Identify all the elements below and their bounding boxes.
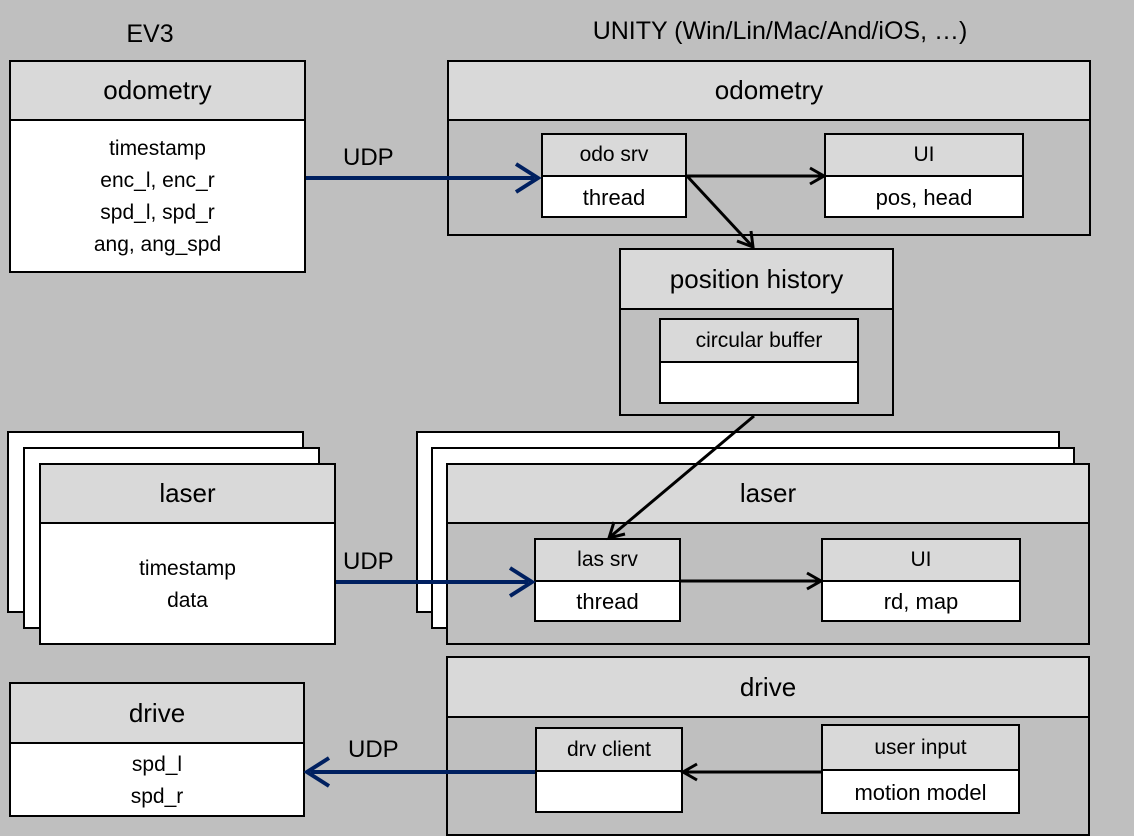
circular-buffer-content (661, 363, 857, 404)
laser-ui-title: UI (823, 540, 1019, 582)
field-line: data (167, 588, 208, 612)
user-input-box: user input motion model (821, 724, 1020, 814)
position-history-title: position history (621, 250, 892, 310)
odo-srv-thread: thread (582, 184, 646, 210)
ev3-odometry-title: odometry (11, 62, 304, 121)
drv-client-title: drv client (537, 729, 681, 772)
field-line: ang, ang_spd (93, 233, 222, 256)
circular-buffer-title: circular buffer (661, 320, 857, 363)
udp-drive-label: UDP (348, 736, 399, 763)
odometry-ui-sub: pos, head (875, 184, 973, 210)
field-line: spd_l, spd_r (100, 201, 215, 224)
unity-header: UNITY (Win/Lin/Mac/And/iOS, …) (592, 17, 968, 45)
ev3-odometry-panel: odometry timestamp enc_l, enc_r spd_l, s… (9, 60, 306, 273)
las-srv-box: las srv thread (534, 538, 681, 622)
drv-client-box: drv client (535, 727, 683, 813)
odometry-ui-box: UI pos, head (824, 133, 1024, 218)
laser-ui-box: UI rd, map (821, 538, 1021, 622)
field-line: timestamp (139, 556, 236, 580)
field-line: spd_r (130, 784, 184, 808)
unity-drive-title: drive (448, 658, 1088, 718)
las-srv-thread: thread (576, 589, 639, 614)
motion-model-label: motion model (854, 779, 987, 805)
udp-odometry-label: UDP (343, 144, 394, 171)
udp-drive-arrowhead (303, 756, 331, 788)
las-srv-title: las srv (536, 540, 679, 582)
ev3-header: EV3 (126, 20, 174, 48)
ev3-drive-fields: spd_l spd_r (11, 744, 303, 817)
ev3-odometry-fields: timestamp enc_l, enc_r spd_l, spd_r ang,… (11, 121, 304, 273)
field-line: enc_l, enc_r (100, 169, 215, 192)
ev3-laser-title: laser (41, 465, 334, 524)
ev3-laser-panel: laser timestamp data (39, 463, 336, 645)
drv-client-content (537, 772, 681, 813)
odometry-ui-title: UI (826, 135, 1022, 177)
ev3-drive-title: drive (11, 684, 303, 744)
circular-buffer-box: circular buffer (659, 318, 859, 404)
field-line: timestamp (109, 137, 206, 160)
odo-srv-box: odo srv thread (541, 133, 687, 218)
ev3-laser-fields: timestamp data (41, 524, 334, 659)
odo-srv-title: odo srv (543, 135, 685, 177)
unity-odometry-title: odometry (449, 62, 1089, 121)
laser-ui-sub: rd, map (883, 589, 959, 614)
user-input-title: user input (823, 726, 1018, 771)
ev3-drive-panel: drive spd_l spd_r (9, 682, 305, 817)
udp-laser-label: UDP (343, 548, 394, 575)
unity-laser-title: laser (448, 465, 1088, 524)
field-line: spd_l (131, 752, 183, 776)
